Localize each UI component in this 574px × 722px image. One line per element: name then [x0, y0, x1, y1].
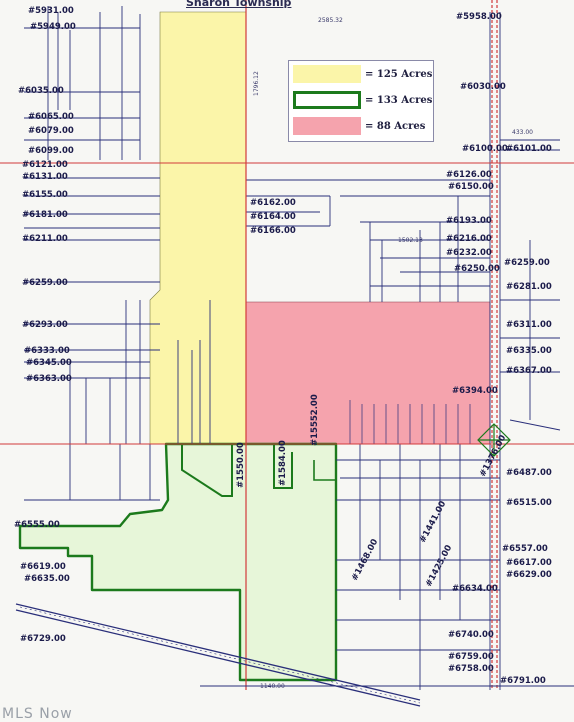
parcel-133-notch-a: [181, 444, 233, 497]
parcel-label: #6394.00: [452, 386, 498, 396]
railroad: [15, 603, 421, 707]
parcel-label: #6065.00: [28, 112, 74, 122]
parcel-label: #6487.00: [506, 468, 552, 478]
parcel-88-acres: [245, 301, 491, 445]
parcel-label: #5949.00: [30, 22, 76, 32]
mls-watermark: MLS Now: [2, 706, 73, 722]
legend-swatch-green: [293, 91, 361, 109]
parcel-label: #6216.00: [446, 234, 492, 244]
dimension-label: 2585.32: [318, 17, 343, 24]
parcel-label: #6333.00: [24, 346, 70, 356]
parcel-label: #6079.00: [28, 126, 74, 136]
parcel-label: #6164.00: [250, 212, 296, 222]
parcel-label: #6232.00: [446, 248, 492, 258]
parcel-label: #6515.00: [506, 498, 552, 508]
parcel-label: #6363.00: [26, 374, 72, 384]
parcel-slivers: [349, 400, 471, 444]
parcel-label: #6619.00: [20, 562, 66, 572]
parcel-label: #6759.00: [448, 652, 494, 662]
parcel-label: #6181.00: [22, 210, 68, 220]
parcel-133-notch-b: [273, 444, 293, 489]
parcel-label: #6345.00: [26, 358, 72, 368]
parcel-label: #6634.00: [452, 584, 498, 594]
parcel-label: #6155.00: [22, 190, 68, 200]
parcel-label: #6035.00: [18, 86, 64, 96]
parcel-label: #6259.00: [504, 258, 550, 268]
dimension-label: 1796.12: [253, 71, 260, 96]
parcel-label: #1550.00: [236, 442, 246, 488]
acreage-legend: = 125 Acres = 133 Acres = 88 Acres: [288, 60, 434, 142]
dimension-label: 433.00: [512, 129, 533, 136]
parcel-label: #6162.00: [250, 198, 296, 208]
parcel-label: #6281.00: [506, 282, 552, 292]
parcel-label: #6557.00: [502, 544, 548, 554]
legend-swatch-pink: [293, 117, 361, 135]
parcel-label: #6121.00: [22, 160, 68, 170]
parcel-label: #6250.00: [454, 264, 500, 274]
parcel-label: #6635.00: [24, 574, 70, 584]
parcel-label: #6150.00: [448, 182, 494, 192]
parcel-label: #6293.00: [22, 320, 68, 330]
dimension-label: 1502.13: [398, 237, 423, 244]
dimension-label: 1140.00: [260, 683, 285, 690]
legend-row-pink: = 88 Acres: [293, 115, 431, 137]
parcel-label: #6101.00: [506, 144, 552, 154]
parcel-label: #6311.00: [506, 320, 552, 330]
roads: [0, 0, 574, 690]
lot-lines: [24, 6, 561, 690]
parcel-label: #6555.00: [14, 520, 60, 530]
parcel-label: #6729.00: [20, 634, 66, 644]
parcel-125-acres: [149, 11, 247, 445]
parcel-label: #6126.00: [446, 170, 492, 180]
parcel-label: #6367.00: [506, 366, 552, 376]
parcel-label: #6193.00: [446, 216, 492, 226]
parcel-label: #5958.00: [456, 12, 502, 22]
parcel-label: #6259.00: [22, 278, 68, 288]
legend-label-green: = 133 Acres: [365, 95, 433, 106]
parcel-label: #6629.00: [506, 570, 552, 580]
legend-swatch-yellow: [293, 65, 361, 83]
parcel-label: #1584.00: [278, 440, 288, 486]
parcel-label: #15552.00: [310, 394, 320, 446]
legend-row-green: = 133 Acres: [293, 89, 433, 111]
parcel-label: #6030.00: [460, 82, 506, 92]
parcel-label: #6099.00: [28, 146, 74, 156]
parcel-133-notch-c: [313, 460, 336, 481]
parcel-label: #5931.00: [28, 6, 74, 16]
map-title: Sharon Township: [186, 0, 292, 9]
legend-label-yellow: = 125 Acres: [365, 69, 433, 80]
parcel-label: #6758.00: [448, 664, 494, 674]
parcel-label: #6131.00: [22, 172, 68, 182]
intersection-marker: [477, 423, 511, 457]
parcel-133-acres: [18, 442, 338, 682]
parcel-label: #6100.00: [462, 144, 508, 154]
parcel-label: #6791.00: [500, 676, 546, 686]
parcel-label: #6166.00: [250, 226, 296, 236]
parcel-label: #6211.00: [22, 234, 68, 244]
legend-label-pink: = 88 Acres: [365, 121, 426, 132]
legend-row-yellow: = 125 Acres: [293, 63, 433, 85]
parcel-label: #6740.00: [448, 630, 494, 640]
parcel-label: #6335.00: [506, 346, 552, 356]
parcel-label: #6617.00: [506, 558, 552, 568]
